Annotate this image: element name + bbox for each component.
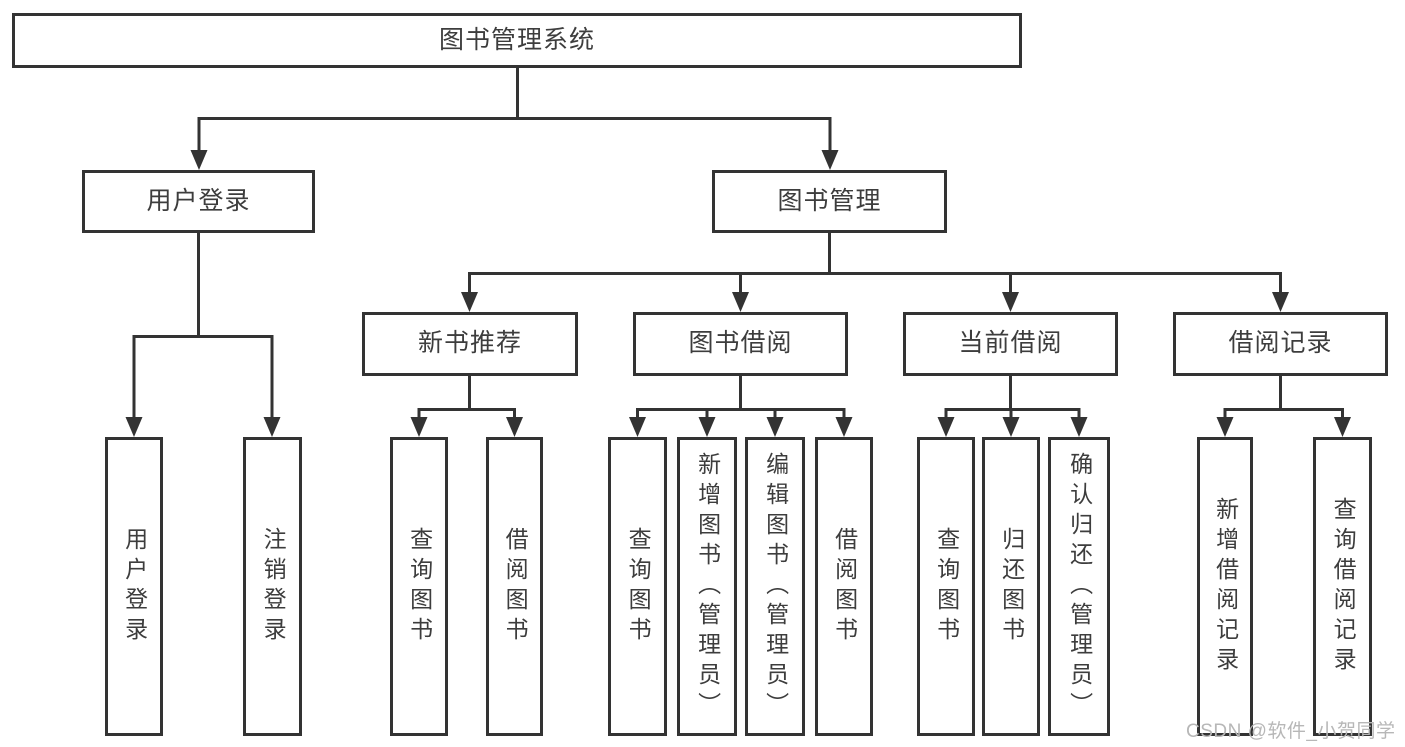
leaf-logout: 注销登录 [243, 437, 302, 736]
node-book-borrowing: 图书借阅 [633, 312, 848, 376]
watermark: CSDN @软件_小贺同学 [1186, 721, 1396, 742]
arrowheads [125, 150, 1351, 437]
leaf-current-query-books: 查询图书 [917, 437, 975, 736]
leaf-records-add-borrow-record: 新增借阅记录 [1197, 437, 1253, 736]
leaf-borrowing-edit-books-admin: 编辑图书（管理员） [745, 437, 805, 736]
leaf-current-confirm-return-admin: 确认归还（管理员） [1048, 437, 1110, 736]
leaf-recommend-borrow-books: 借阅图书 [486, 437, 543, 736]
leaf-user-login: 用户登录 [105, 437, 163, 736]
node-borrowing-records: 借阅记录 [1173, 312, 1388, 376]
node-book-management: 图书管理 [712, 170, 947, 233]
leaf-recommend-query-books: 查询图书 [390, 437, 448, 736]
leaf-borrowing-add-books-admin: 新增图书（管理员） [677, 437, 737, 736]
leaf-current-return-books: 归还图书 [982, 437, 1040, 736]
node-new-book-recommend: 新书推荐 [362, 312, 578, 376]
node-root: 图书管理系统 [12, 13, 1022, 68]
leaf-records-query-borrow-record: 查询借阅记录 [1313, 437, 1372, 736]
node-user-login: 用户登录 [82, 170, 315, 233]
leaf-borrowing-query-books: 查询图书 [608, 437, 667, 736]
leaf-borrowing-borrow-books: 借阅图书 [815, 437, 873, 736]
node-current-borrowing: 当前借阅 [903, 312, 1118, 376]
